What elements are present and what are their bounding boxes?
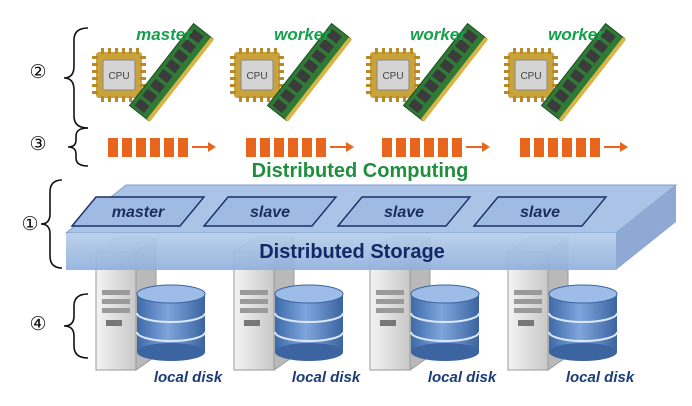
local-disks: local disk local disk local disk local disk [136,284,635,386]
task-block [164,138,174,157]
storage-slot: slave [336,196,472,227]
marker-1: ① [21,213,38,235]
storage-band-side [616,185,676,270]
node-4: CPU worker [504,22,627,122]
node-role-label: worker [548,25,605,44]
task-block [274,138,284,157]
computing-title: Distributed Computing [252,160,469,182]
ram-module-icon [402,22,489,122]
storage-slot-label: slave [384,204,424,221]
node-1: CPU master [92,22,215,122]
task-block [452,138,462,157]
task-block [288,138,298,157]
task-queue [520,138,628,157]
task-queue [246,138,354,157]
arrow-right-icon [208,142,216,152]
arrow-right-icon [620,142,628,152]
disk-label: local disk [428,369,497,386]
node-role-label: worker [274,25,331,44]
storage-slots: master slave slave slave [70,196,608,227]
task-block [260,138,270,157]
storage-slot-label: slave [250,204,290,221]
disk-stack-icon [410,284,480,361]
disk-stack-icon [548,284,618,361]
task-block [520,138,530,157]
task-block [576,138,586,157]
disk-stack-icon [274,284,344,361]
cpu-chip-icon: CPU [366,48,420,102]
marker-2: ② [29,61,46,83]
task-block [590,138,600,157]
task-block [316,138,326,157]
task-block [122,138,132,157]
disk-stack-icon [136,284,206,361]
marker-group: ② ③ ① ④ [21,27,89,359]
ram-module-icon [540,22,627,122]
task-block [136,138,146,157]
task-queue [108,138,216,157]
cpu-label: CPU [382,71,403,82]
disk-label: local disk [154,369,223,386]
brace-storage [40,179,63,269]
storage-slot: slave [472,196,608,227]
task-block [562,138,572,157]
task-block [382,138,392,157]
task-block [534,138,544,157]
task-block [424,138,434,157]
node-3: CPU worker [366,22,489,122]
storage-title: Distributed Storage [259,241,445,263]
disk-label: local disk [292,369,361,386]
ram-module-icon [128,22,215,122]
storage-slot: slave [202,196,338,227]
task-block [108,138,118,157]
task-block [396,138,406,157]
cpu-label: CPU [246,71,267,82]
storage-slot-label: master [112,204,165,221]
cpu-label: CPU [108,71,129,82]
task-block [410,138,420,157]
disk-label: local disk [566,369,635,386]
ram-module-icon [266,22,353,122]
node-role-label: master [136,25,193,44]
node-2: CPU worker [230,22,353,122]
task-block [438,138,448,157]
task-block [302,138,312,157]
brace-computing-nodes [63,27,89,129]
cpu-chip-icon: CPU [92,48,146,102]
node-role-label: worker [410,25,467,44]
cpu-chip-icon: CPU [504,48,558,102]
cpu-label: CPU [520,71,541,82]
task-block [246,138,256,157]
task-queue [382,138,490,157]
brace-tasks [67,127,89,167]
arrow-right-icon [346,142,354,152]
task-block [150,138,160,157]
storage-band-front [66,233,616,270]
storage-slot: master [70,196,206,227]
task-block [178,138,188,157]
marker-4: ④ [29,313,46,335]
cpu-chip-icon: CPU [230,48,284,102]
brace-local-disks [63,293,89,359]
storage-slot-label: slave [520,204,560,221]
marker-3: ③ [29,133,46,155]
task-block [548,138,558,157]
arrow-right-icon [482,142,490,152]
